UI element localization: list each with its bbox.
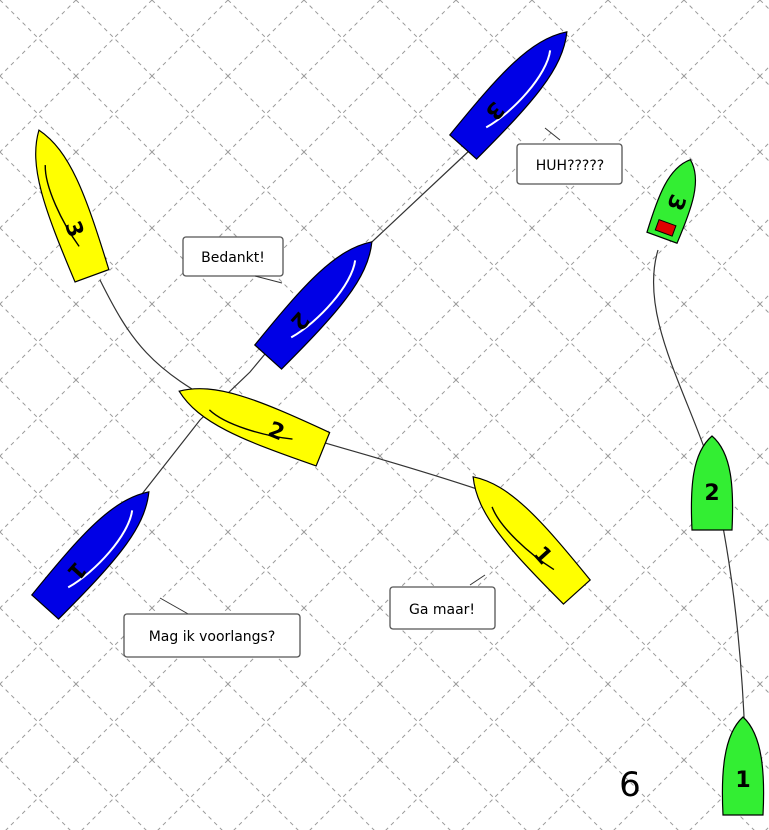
green-boat-1-label: 1 xyxy=(735,768,750,793)
bubble-voorlangs-text: Mag ik voorlangs? xyxy=(149,629,276,645)
bubble-ga-maar-text: Ga maar! xyxy=(409,602,475,618)
bubble-bedankt-text: Bedankt! xyxy=(201,250,265,266)
page-number: 6 xyxy=(619,765,641,805)
bubble-bedankt: Bedankt! xyxy=(183,237,283,283)
green-boat-2-label: 2 xyxy=(704,481,719,506)
bubble-huh-text: HUH????? xyxy=(536,158,604,174)
